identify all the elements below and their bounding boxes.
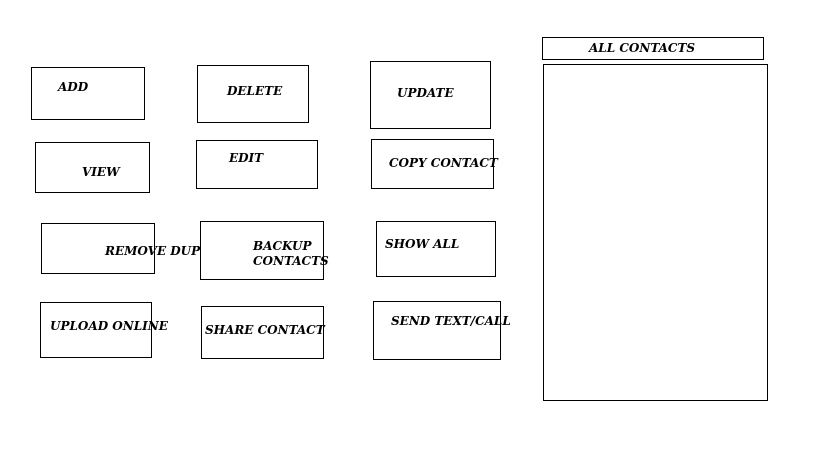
- all-contacts-title: ALL CONTACTS: [589, 41, 696, 55]
- contacts-list[interactable]: [543, 64, 768, 401]
- share-contact-button[interactable]: [201, 306, 324, 359]
- delete-button[interactable]: [197, 65, 309, 123]
- view-button[interactable]: [35, 142, 150, 193]
- backup-contacts-button[interactable]: [200, 221, 324, 280]
- upload-online-button[interactable]: [40, 302, 152, 358]
- copy-contact-button[interactable]: [371, 139, 494, 189]
- add-button[interactable]: [31, 67, 145, 120]
- show-all-button[interactable]: [376, 221, 496, 277]
- all-contacts-header: ALL CONTACTS: [542, 37, 764, 60]
- edit-button[interactable]: [196, 140, 318, 189]
- update-button[interactable]: [370, 61, 491, 129]
- remove-dups-button[interactable]: [41, 223, 155, 274]
- send-text-call-button[interactable]: [373, 301, 501, 360]
